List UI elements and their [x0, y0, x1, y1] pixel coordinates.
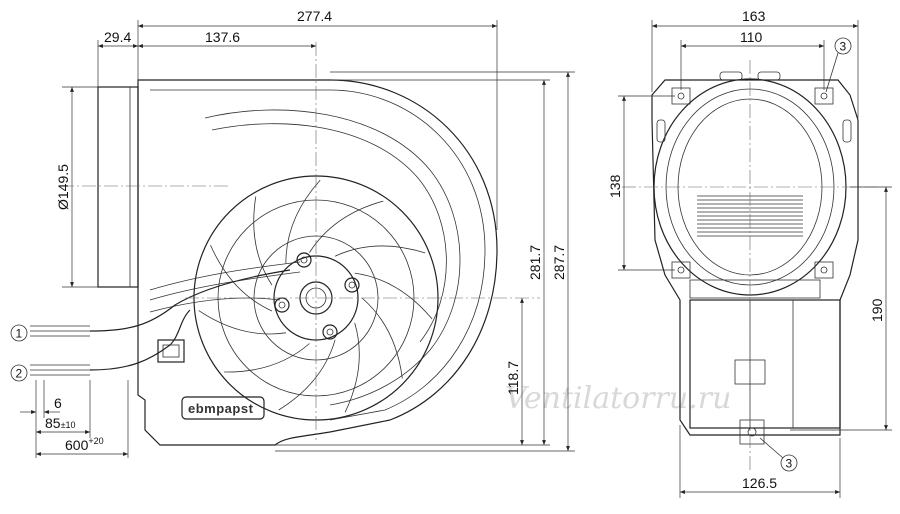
connector-block	[157, 339, 185, 363]
brand-logo: ebmpapst	[188, 401, 254, 416]
callout-mount-bottom: 3	[786, 457, 793, 471]
impeller-blades	[198, 179, 433, 413]
hub-screws	[274, 252, 360, 340]
motor-body	[689, 299, 841, 429]
front-dimensions: 277.4 29.4 137.6 Ø149.5 287.7 281.7 118.…	[20, 8, 575, 458]
dim-axis-height: 118.7	[505, 361, 521, 395]
dim-inlet-offset: 29.4	[104, 29, 131, 45]
wire-leads: 1 2	[10, 324, 90, 382]
inlet-collar	[97, 86, 139, 288]
impeller-blade	[224, 343, 310, 373]
dim-side-lower-height: 190	[869, 298, 885, 322]
dim-side-bottom-width: 126.5	[742, 475, 777, 491]
callout-mount-top: 3	[840, 40, 847, 54]
impeller-blade	[198, 310, 286, 335]
watermark: Ventilatorru.ru	[505, 381, 731, 416]
dim-side-hole-vertical: 138	[607, 174, 623, 198]
inner-scroll	[204, 109, 461, 406]
dim-lead-sleeve: 85±10	[45, 415, 76, 431]
dim-lead-length: 600+20	[65, 436, 104, 453]
dim-height-total: 287.7	[551, 245, 567, 280]
dim-height-housing: 281.7	[527, 245, 543, 280]
impeller-blade	[361, 297, 403, 379]
impeller-blade	[210, 244, 273, 312]
front-view: ebmpapst	[60, 42, 540, 446]
callout-lead-1: 1	[16, 327, 23, 341]
impeller-blade	[309, 200, 384, 253]
impeller-blade	[285, 179, 321, 264]
callout-lead-2: 2	[16, 367, 23, 381]
impeller-blade	[344, 322, 360, 413]
cable-1	[89, 269, 291, 332]
dim-side-hole-spacing: 110	[740, 29, 763, 45]
logo-plate	[181, 396, 265, 420]
cable-2	[89, 309, 191, 371]
dim-lead-stripped: 6	[54, 395, 62, 411]
scroll-housing	[137, 79, 498, 446]
impeller-blade	[354, 272, 433, 320]
dim-side-width: 163	[742, 8, 766, 24]
side-dimensions: 163 110 3 138 190 126.5 3	[607, 8, 892, 498]
dim-overall-width: 277.4	[297, 8, 332, 24]
impeller-blade	[334, 245, 426, 257]
dim-inlet-diameter: Ø149.5	[55, 164, 71, 210]
dim-axis-offset: 137.6	[205, 29, 240, 45]
impeller-blade	[278, 339, 336, 411]
impeller-blade	[253, 196, 273, 286]
